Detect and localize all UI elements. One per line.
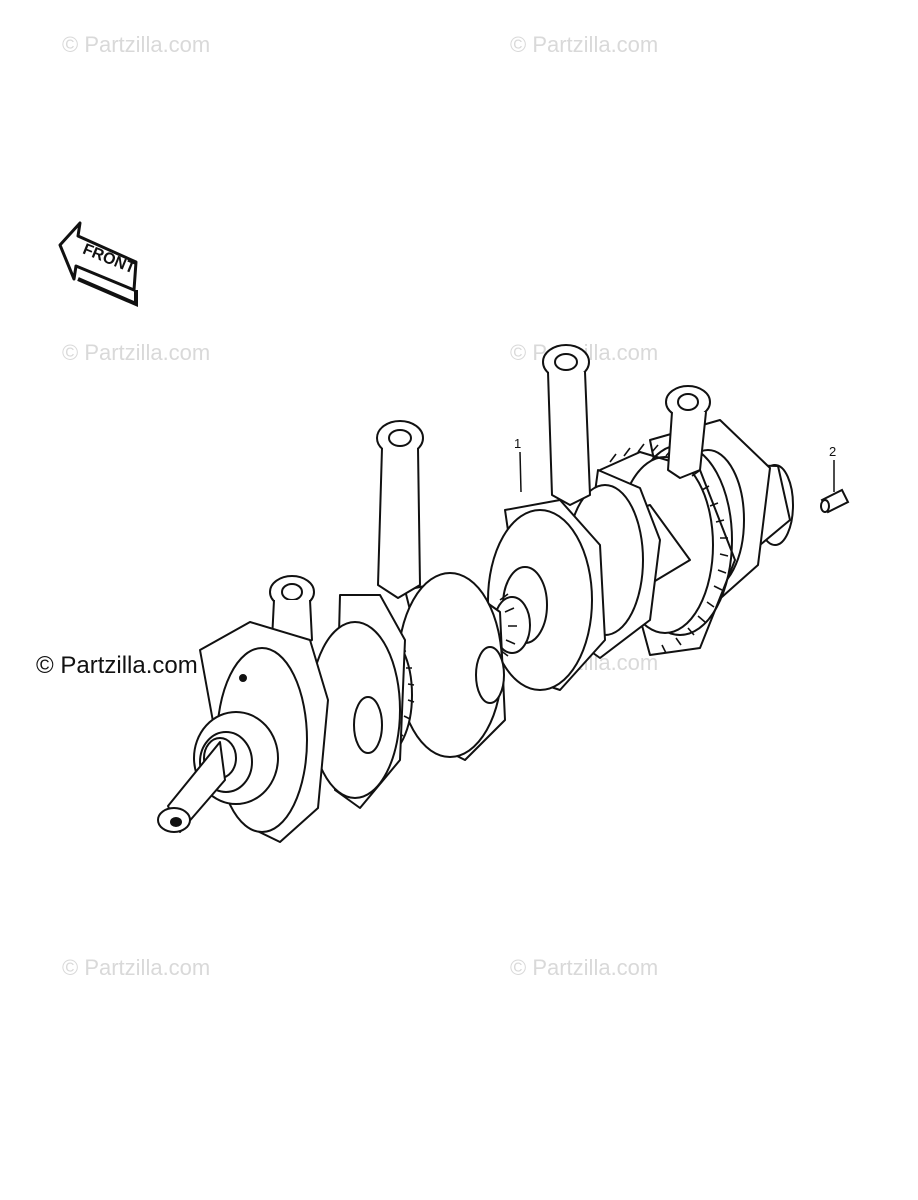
dowel-pin-part	[820, 488, 850, 514]
callout-1-label: 1	[514, 436, 522, 451]
connecting-rod	[376, 420, 424, 599]
front-arrow-icon: FRONT	[58, 221, 138, 308]
watermark: © Partzilla.com	[62, 32, 211, 57]
center-gear	[493, 593, 531, 657]
crankshaft-nose	[157, 711, 279, 833]
callout-2-label: 2	[829, 444, 837, 459]
callout-1-leader	[519, 451, 522, 493]
watermark: © Partzilla.com	[510, 955, 659, 980]
watermark: © Partzilla.com	[36, 652, 198, 680]
watermark: © Partzilla.com	[510, 32, 659, 57]
crankshaft-assembly	[157, 344, 794, 843]
watermark: © Partzilla.com	[62, 955, 211, 980]
connecting-rod	[665, 385, 711, 479]
connecting-rod	[542, 344, 591, 506]
watermark: © Partzilla.com	[62, 340, 211, 365]
